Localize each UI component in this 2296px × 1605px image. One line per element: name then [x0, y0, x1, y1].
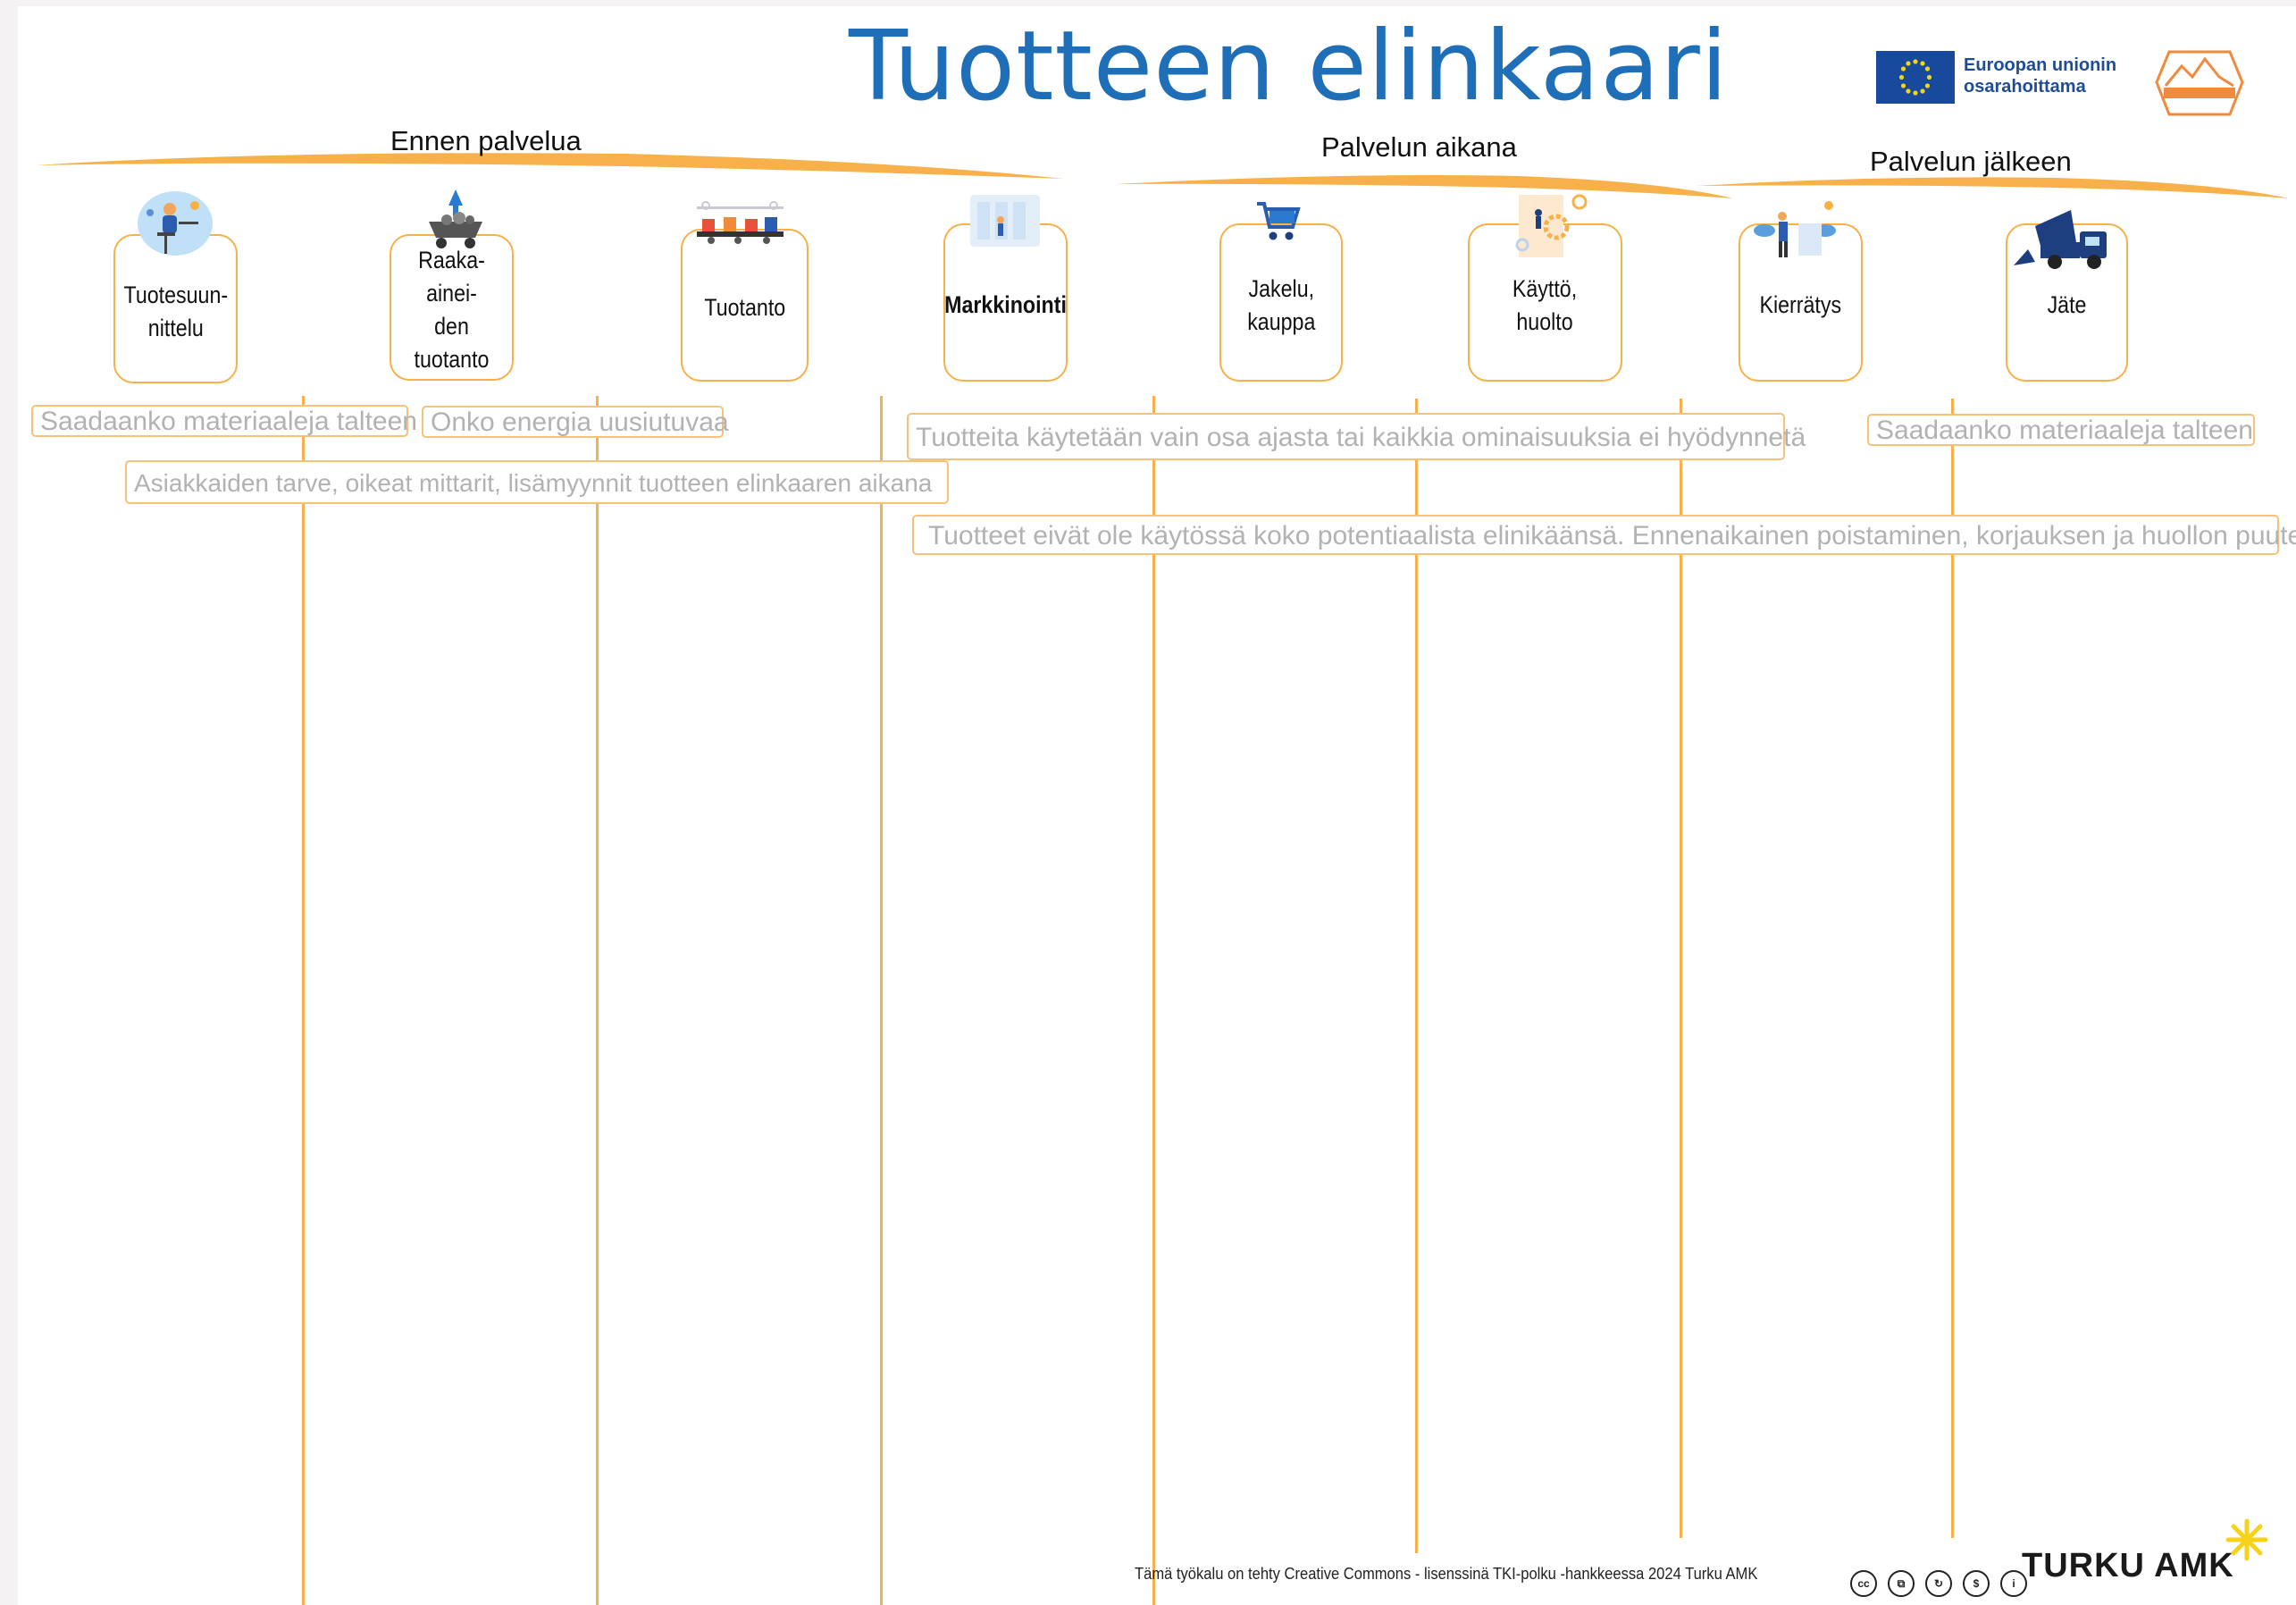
phase-label-during: Palvelun aikana — [1321, 131, 1517, 163]
designer-icon — [132, 186, 217, 262]
stage-label: Tuotesuun- nittelu — [123, 281, 228, 341]
column-divider — [1951, 399, 1954, 1538]
column-divider — [1152, 396, 1155, 1605]
stage-label: Jäte — [2047, 291, 2087, 318]
canvas-board — [18, 6, 2296, 1605]
stage-label: Raaka-ainei- den tuotanto — [414, 247, 490, 373]
stage-label: Kierrätys — [1759, 291, 1842, 318]
phase-swoosh-after — [1697, 177, 2289, 198]
partner-logo-icon — [2153, 46, 2246, 120]
note-material-recovery[interactable]: Saadaanko materiaaleja talteen — [31, 405, 417, 437]
copy-icon: ⧉ — [1888, 1570, 1915, 1597]
column-divider — [1680, 399, 1682, 1538]
phase-label-after: Palvelun jälkeen — [1870, 146, 2072, 177]
stage-card-marketing[interactable]: Markkinointi — [943, 223, 1068, 382]
maintenance-gears-icon — [1501, 186, 1599, 268]
dump-truck-icon — [2008, 208, 2116, 275]
sharealike-icon: ↻ — [1925, 1570, 1952, 1597]
stage-card-distribution[interactable]: Jakelu, kauppa — [1219, 223, 1343, 382]
phase-swoosh-before — [36, 153, 1063, 179]
stage-label: Tuotanto — [704, 294, 785, 321]
note-partial-use[interactable]: Tuotteita käytetään vain osa ajasta tai … — [907, 413, 1806, 460]
column-divider — [880, 396, 883, 1605]
phase-label-before: Ennen palvelua — [390, 125, 582, 156]
note-product-lifespan[interactable]: Tuotteet eivät ole käytössä koko potenti… — [912, 515, 2296, 555]
stage-label: Käyttö, huolto — [1513, 274, 1578, 335]
eu-funding-text: Euroopan unionin osarahoittama — [1964, 55, 2117, 97]
stage-card-raw-materials[interactable]: Raaka-ainei- den tuotanto — [390, 234, 514, 381]
attribution-icon: i — [2000, 1570, 2027, 1597]
marketing-icon — [965, 188, 1045, 255]
phase-swooshes — [36, 153, 2289, 198]
note-material-recovery-after[interactable]: Saadaanko materiaaleja talteen — [1867, 414, 2255, 446]
stage-card-production[interactable]: Tuotanto — [681, 229, 809, 382]
note-customer-needs[interactable]: Asiakkaiden tarve, oikeat mittarit, lisä… — [125, 460, 949, 504]
license-text: Tämä työkalu on tehty Creative Commons -… — [1135, 1565, 1758, 1583]
phase-swoosh-during — [1117, 175, 1733, 198]
turku-amk-logo: TURKU AMK — [2022, 1547, 2234, 1584]
cc-icon: cc — [1850, 1570, 1877, 1597]
column-divider — [302, 396, 305, 1605]
page-title: Tuotteen elinkaari — [849, 11, 1729, 122]
stage-card-design[interactable]: Tuotesuun- nittelu — [113, 234, 238, 383]
recycling-icon — [1747, 197, 1840, 270]
sun-star-icon — [2225, 1517, 2269, 1562]
noncommercial-icon: $ — [1963, 1570, 1990, 1597]
column-divider — [1415, 399, 1418, 1553]
stage-label: Jakelu, kauppa — [1246, 274, 1316, 335]
mining-icon — [420, 186, 491, 257]
column-divider — [596, 396, 599, 1605]
shopping-cart-icon — [1253, 197, 1303, 246]
note-renewable-energy[interactable]: Onko energia uusiutuvaa — [422, 406, 729, 438]
factory-icon — [693, 199, 787, 248]
stage-label: Markkinointi — [944, 291, 1067, 318]
eu-flag-icon — [1876, 51, 1955, 104]
